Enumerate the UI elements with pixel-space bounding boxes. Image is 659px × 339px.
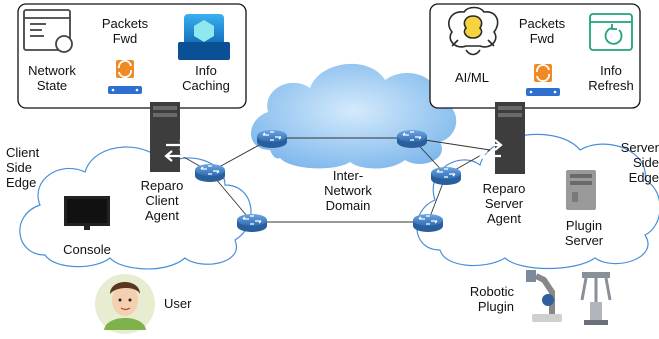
packets-fwd-router-icon: [108, 60, 142, 94]
reparo-client-server-icon: [150, 102, 188, 172]
user-label: User: [164, 296, 192, 311]
plugin-server-icon: [566, 170, 596, 210]
reparo-server-server-icon: [479, 102, 525, 174]
info-refresh-icon: [589, 13, 633, 51]
ai-ml-label: AI/ML: [455, 70, 489, 85]
router-icon: [236, 213, 268, 233]
user-avatar-icon: [95, 274, 155, 334]
robotic-microscope-icon: [526, 270, 562, 322]
robotic-arm-icon: [580, 272, 612, 325]
router-icon: [430, 166, 462, 186]
router-icon: [256, 129, 288, 149]
router-icon: [412, 213, 444, 233]
network-state-window-icon: [23, 9, 73, 53]
client-side-edge-cloud: [19, 146, 252, 270]
router-icon: [194, 163, 226, 183]
router-icon: [396, 129, 428, 149]
ai-ml-brain-bulb-icon: [448, 6, 499, 56]
console-label: Console: [63, 242, 111, 257]
packets-fwd-router-icon: [526, 64, 560, 96]
server-agent-functions-box: [429, 3, 641, 109]
console-monitor-icon: [64, 196, 110, 230]
info-caching-icon: [178, 14, 230, 60]
